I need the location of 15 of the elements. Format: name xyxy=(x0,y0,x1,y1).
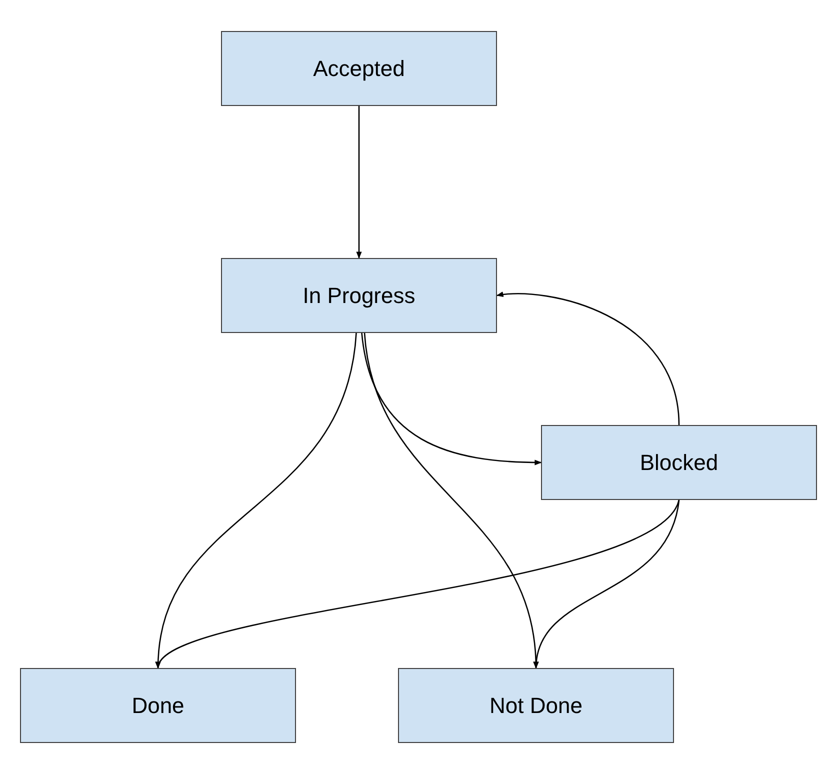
state-box xyxy=(541,425,817,500)
state-label: Blocked xyxy=(640,449,718,477)
arrow xyxy=(157,500,680,669)
state-label: Accepted xyxy=(313,55,405,83)
arrow xyxy=(496,292,680,426)
state-box xyxy=(20,668,296,743)
state-box xyxy=(398,668,674,743)
state-box xyxy=(221,258,497,333)
state-label: In Progress xyxy=(302,282,416,310)
arrow xyxy=(356,106,362,259)
state-box xyxy=(221,31,497,106)
arrow xyxy=(534,500,680,669)
state-label: Done xyxy=(132,692,184,720)
state-label: Not Done xyxy=(490,692,582,720)
arrow xyxy=(361,332,542,466)
